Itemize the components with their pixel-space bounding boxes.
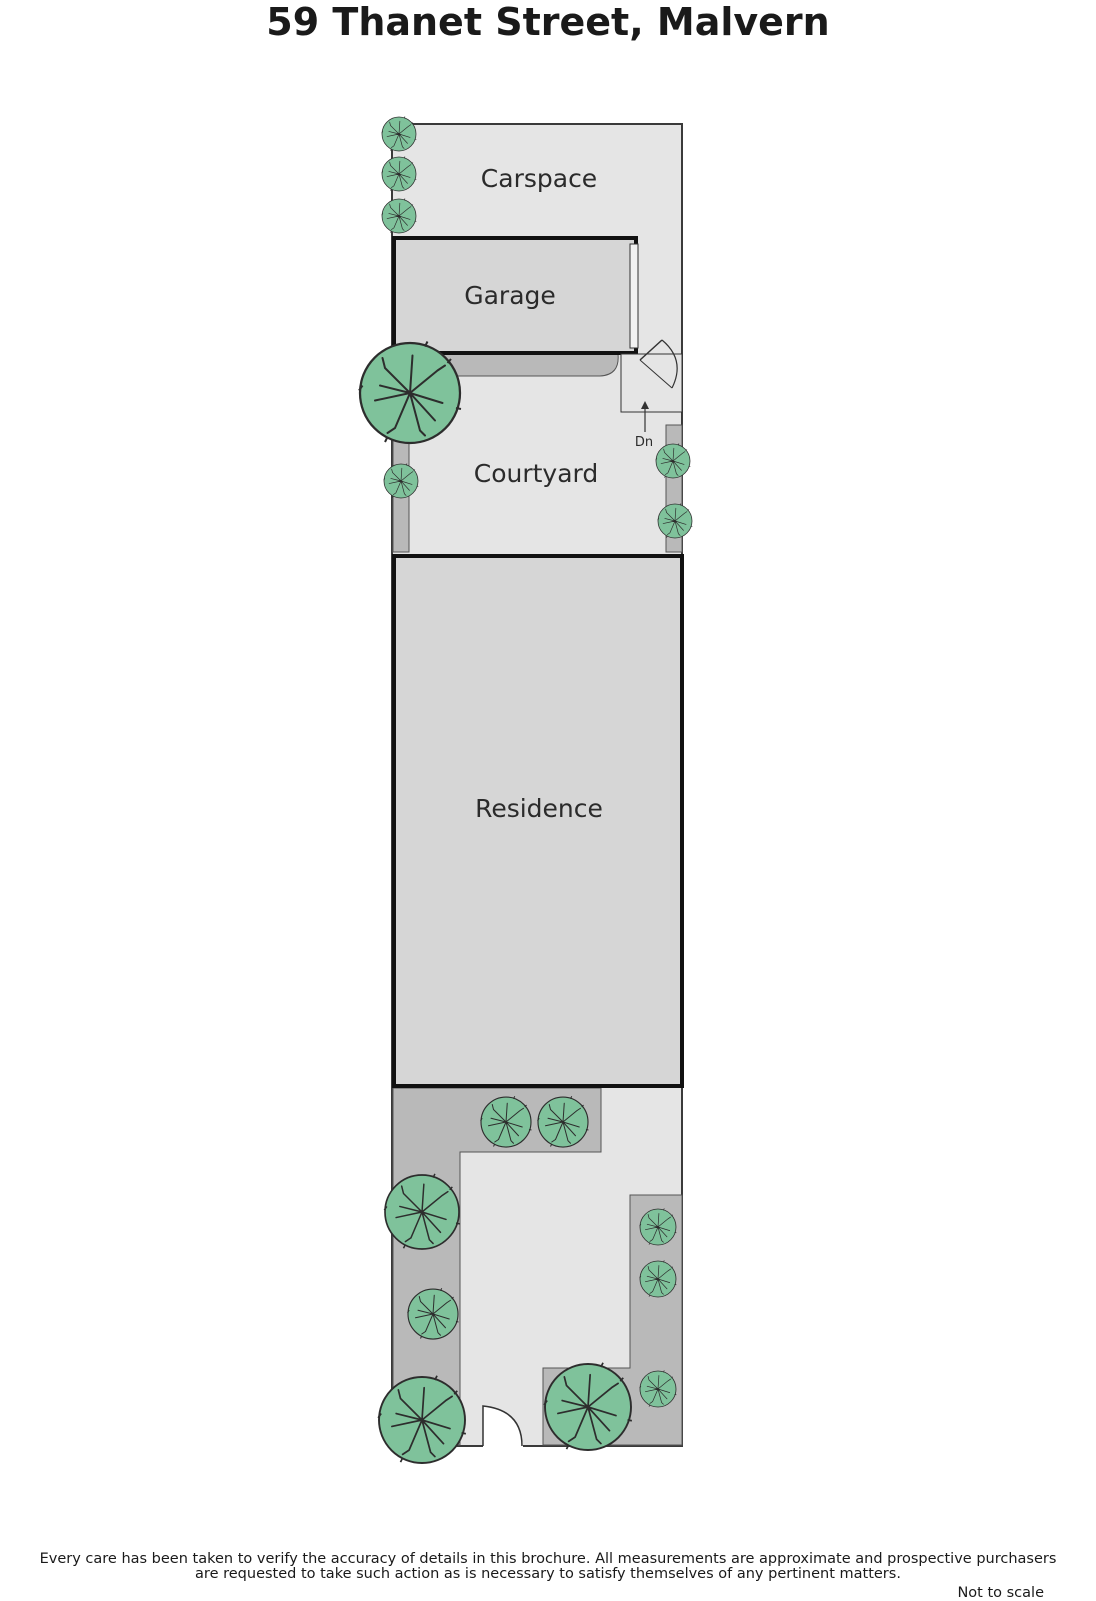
- door-swing-icon: [639, 339, 678, 389]
- tree-icon: [639, 1370, 677, 1408]
- tree-icon: [639, 1208, 677, 1246]
- disclaimer-line-1: Every care has been taken to verify the …: [39, 1551, 1057, 1567]
- tree-icon: [479, 1095, 533, 1148]
- room-label-garage: Garage: [464, 281, 556, 310]
- tree-icon: [639, 1260, 677, 1298]
- tree-icon: [381, 198, 417, 234]
- tree-icon: [536, 1095, 590, 1148]
- tree-icon: [543, 1361, 633, 1451]
- tree-icon: [406, 1287, 460, 1340]
- room-label-carspace: Carspace: [481, 164, 597, 193]
- tree-icon: [657, 503, 693, 539]
- disclaimer: Every care has been taken to verify the …: [0, 1552, 1096, 1582]
- tree-icon: [383, 463, 419, 499]
- landing: [620, 353, 683, 413]
- page-title: 59 Thanet Street, Malvern: [266, 0, 830, 44]
- tree-icon: [357, 340, 463, 445]
- room-label-residence: Residence: [475, 794, 603, 823]
- door-swing-icon: [482, 1405, 523, 1448]
- room-label-courtyard: Courtyard: [474, 459, 599, 488]
- tree-icon: [377, 1374, 467, 1464]
- tree-icon: [381, 116, 417, 152]
- residence: [392, 554, 684, 1088]
- garage-door: [629, 243, 639, 349]
- stair-label: Dn: [635, 435, 653, 450]
- tree-icon: [383, 1173, 461, 1250]
- arrow-up-icon: [641, 401, 649, 432]
- tree-icon: [655, 443, 691, 479]
- disclaimer-line-2: are requested to take such action as is …: [195, 1566, 901, 1582]
- scale-note: Not to scale: [957, 1585, 1044, 1601]
- tree-icon: [381, 156, 417, 192]
